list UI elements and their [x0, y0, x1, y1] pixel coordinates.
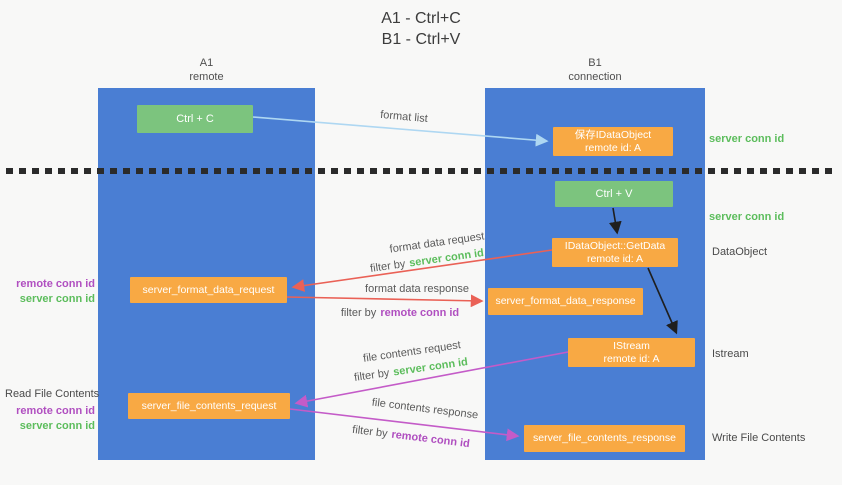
node-label: server_format_data_request	[142, 283, 275, 296]
istream-text: Istream	[712, 348, 749, 360]
server-conn-id-right-2: server conn id	[709, 210, 784, 224]
filter-by-text: filter by	[369, 258, 407, 275]
lifeline-header-b1: B1 connection	[485, 56, 705, 84]
node-label-line1: 保存IDataObject	[574, 128, 652, 141]
node-label: Ctrl + V	[595, 187, 633, 200]
conn-id-pair-upper: remote conn id server conn id	[0, 277, 95, 307]
label-file-contents-response: file contents response	[371, 397, 479, 422]
node-label: server_file_contents_response	[532, 432, 676, 444]
dataobject-side-label: DataObject	[712, 245, 767, 259]
server-format-data-request-node: server_format_data_request	[130, 277, 287, 303]
server-conn-id-label: server conn id	[19, 293, 95, 305]
ctrl-v-node: Ctrl + V	[555, 181, 673, 207]
save-dataobject-node: 保存IDataObject remote id: A	[553, 127, 673, 156]
title-line-2: B1 - Ctrl+V	[381, 31, 461, 48]
lifeline-b1-role: connection	[568, 71, 622, 83]
arrow-format-data-response	[286, 294, 484, 308]
server-conn-id-text: server conn id	[392, 356, 469, 379]
read-file-contents-label: Read File Contents	[0, 387, 125, 402]
format-data-response-text: format data response	[365, 283, 469, 295]
remote-conn-id-label: remote conn id	[16, 278, 95, 290]
conn-id-pair-lower: remote conn id server conn id	[0, 404, 95, 434]
node-label: server_file_contents_request	[141, 399, 277, 412]
lifeline-a1-role: remote	[189, 71, 224, 83]
format-list-text: format list	[379, 108, 429, 126]
read-file-contents-text: Read File Contents	[5, 388, 100, 400]
server-conn-id-text: server conn id	[709, 211, 785, 223]
file-contents-response-text: file contents response	[371, 396, 479, 422]
lifeline-b1-name: B1	[588, 57, 602, 69]
dataobject-text: DataObject	[712, 246, 768, 258]
label-format-data-response: format data response	[365, 283, 469, 295]
label-format-list: format list	[380, 109, 429, 125]
server-format-data-response-node: server_format_data_response	[488, 288, 643, 315]
remote-conn-id-label: remote conn id	[16, 405, 95, 417]
node-label-line2: remote id: A	[586, 252, 644, 265]
node-label-line2: remote id: A	[603, 352, 660, 365]
node-label: server_format_data_response	[495, 295, 636, 307]
lifeline-header-a1: A1 remote	[98, 56, 315, 84]
server-conn-id-text: server conn id	[709, 133, 785, 145]
node-label: Ctrl + C	[176, 112, 214, 125]
server-file-contents-response-node: server_file_contents_response	[524, 425, 685, 452]
ctrl-c-node: Ctrl + C	[137, 105, 253, 133]
node-label-line1: IStream	[613, 339, 650, 352]
filter-by-text: filter by	[340, 307, 377, 319]
server-conn-id-label: server conn id	[19, 420, 95, 432]
remote-conn-id-text: remote conn id	[390, 428, 471, 451]
lifeline-a1-name: A1	[199, 57, 214, 69]
write-file-contents-label: Write File Contents	[712, 431, 805, 445]
istream-node: IStream remote id: A	[568, 338, 695, 367]
filter-by-text: filter by	[351, 423, 389, 441]
server-conn-id-right-1: server conn id	[709, 132, 784, 146]
diagram-title: A1 - Ctrl+C B1 - Ctrl+V	[0, 8, 842, 50]
phase-divider-dotted-line	[6, 168, 836, 174]
remote-conn-id-text: remote conn id	[380, 307, 460, 319]
title-line-1: A1 - Ctrl+C	[381, 10, 461, 27]
filter-by-text: filter by	[353, 367, 391, 384]
node-label-line2: remote id: A	[584, 141, 642, 154]
write-file-contents-text: Write File Contents	[712, 432, 806, 444]
node-label-line1: IDataObject::GetData	[564, 239, 666, 252]
getdata-node: IDataObject::GetData remote id: A	[552, 238, 678, 267]
istream-side-label: Istream	[712, 347, 749, 361]
server-file-contents-request-node: server_file_contents_request	[128, 393, 290, 419]
